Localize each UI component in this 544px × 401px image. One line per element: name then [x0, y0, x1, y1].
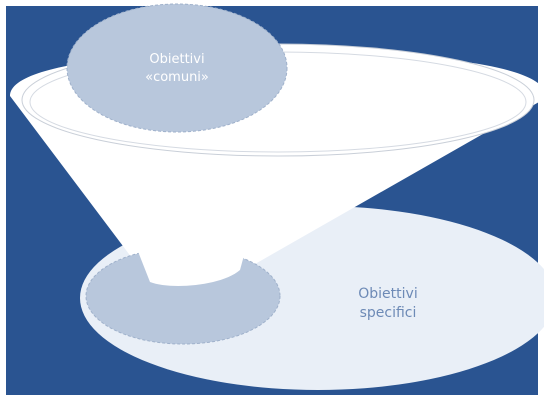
specific-objectives-label-line1: Obiettivi — [358, 286, 417, 302]
specific-objectives-label-line2: specifici — [360, 305, 417, 321]
funnel-neck — [128, 226, 252, 286]
common-objectives-label-line2: «comuni» — [145, 70, 209, 85]
common-objectives-label-line1: Obiettivi — [149, 52, 204, 67]
common-objectives-circle — [66, 3, 288, 133]
